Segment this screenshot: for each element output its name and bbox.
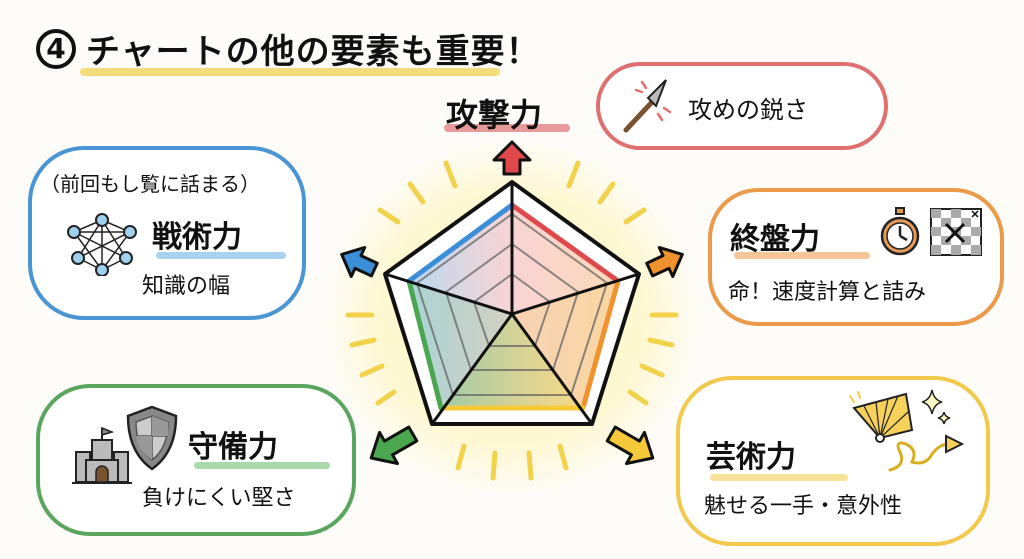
sparkle-icon	[922, 389, 951, 425]
defense-description: 負けにくい堅さ	[142, 486, 296, 511]
step-number-badge: 4	[36, 28, 76, 69]
radar-data-outline	[406, 202, 621, 411]
page-title: 4 チャートの他の要素も重要！	[36, 24, 541, 73]
title-text: チャートの他の要素も重要！	[86, 32, 541, 72]
network-icon	[67, 213, 137, 276]
tactics-cloud: （前回もし覧に話まる） 戦術力 知識の幅	[28, 146, 306, 320]
art-label: 芸術力	[706, 440, 796, 475]
tactics-label-highlight	[156, 252, 286, 259]
tactics-note: （前回もし覧に話まる）	[40, 172, 260, 196]
tactics-label: 戦術力	[152, 220, 242, 255]
tactics-description: 知識の幅	[142, 274, 231, 299]
attack-description: 攻めの鋭さ	[688, 96, 808, 124]
arrow-defense	[369, 425, 419, 466]
defense-cloud: 守備力 負けにくい堅さ	[36, 384, 356, 536]
radar-spokes	[384, 182, 640, 425]
endgame-description: 命！速度計算と詰み	[728, 280, 927, 305]
shield-icon	[126, 405, 178, 471]
spear-icon	[623, 79, 672, 133]
attack-cloud: 攻めの鋭さ	[596, 62, 888, 150]
checkmate-board-icon	[930, 208, 982, 256]
attack-label: 攻撃力	[446, 96, 543, 134]
castle-icon	[72, 426, 132, 484]
radar-grid	[415, 212, 609, 396]
attack-label-highlight	[444, 124, 570, 132]
folding-fan-icon	[849, 391, 914, 443]
endgame-label-highlight	[734, 252, 870, 259]
arrow-art	[605, 425, 655, 466]
arrow-up-attack	[492, 140, 532, 176]
arrow-tactics	[340, 245, 379, 279]
arrow-endgame	[645, 245, 684, 279]
endgame-cloud: 終盤力 命！速度計算と詰み	[708, 188, 1004, 326]
defense-label: 守備力	[188, 430, 278, 465]
art-label-highlight	[710, 474, 848, 481]
stopwatch-icon	[880, 207, 920, 256]
curly-arrow-icon	[888, 434, 965, 472]
art-cloud: 芸術力 魅せる一手・意外性	[676, 376, 990, 546]
art-description: 魅せる一手・意外性	[704, 494, 903, 519]
title-underline	[80, 68, 500, 76]
endgame-label: 終盤力	[730, 222, 820, 257]
sparkle-rays	[345, 160, 679, 481]
defense-label-highlight	[194, 462, 330, 469]
